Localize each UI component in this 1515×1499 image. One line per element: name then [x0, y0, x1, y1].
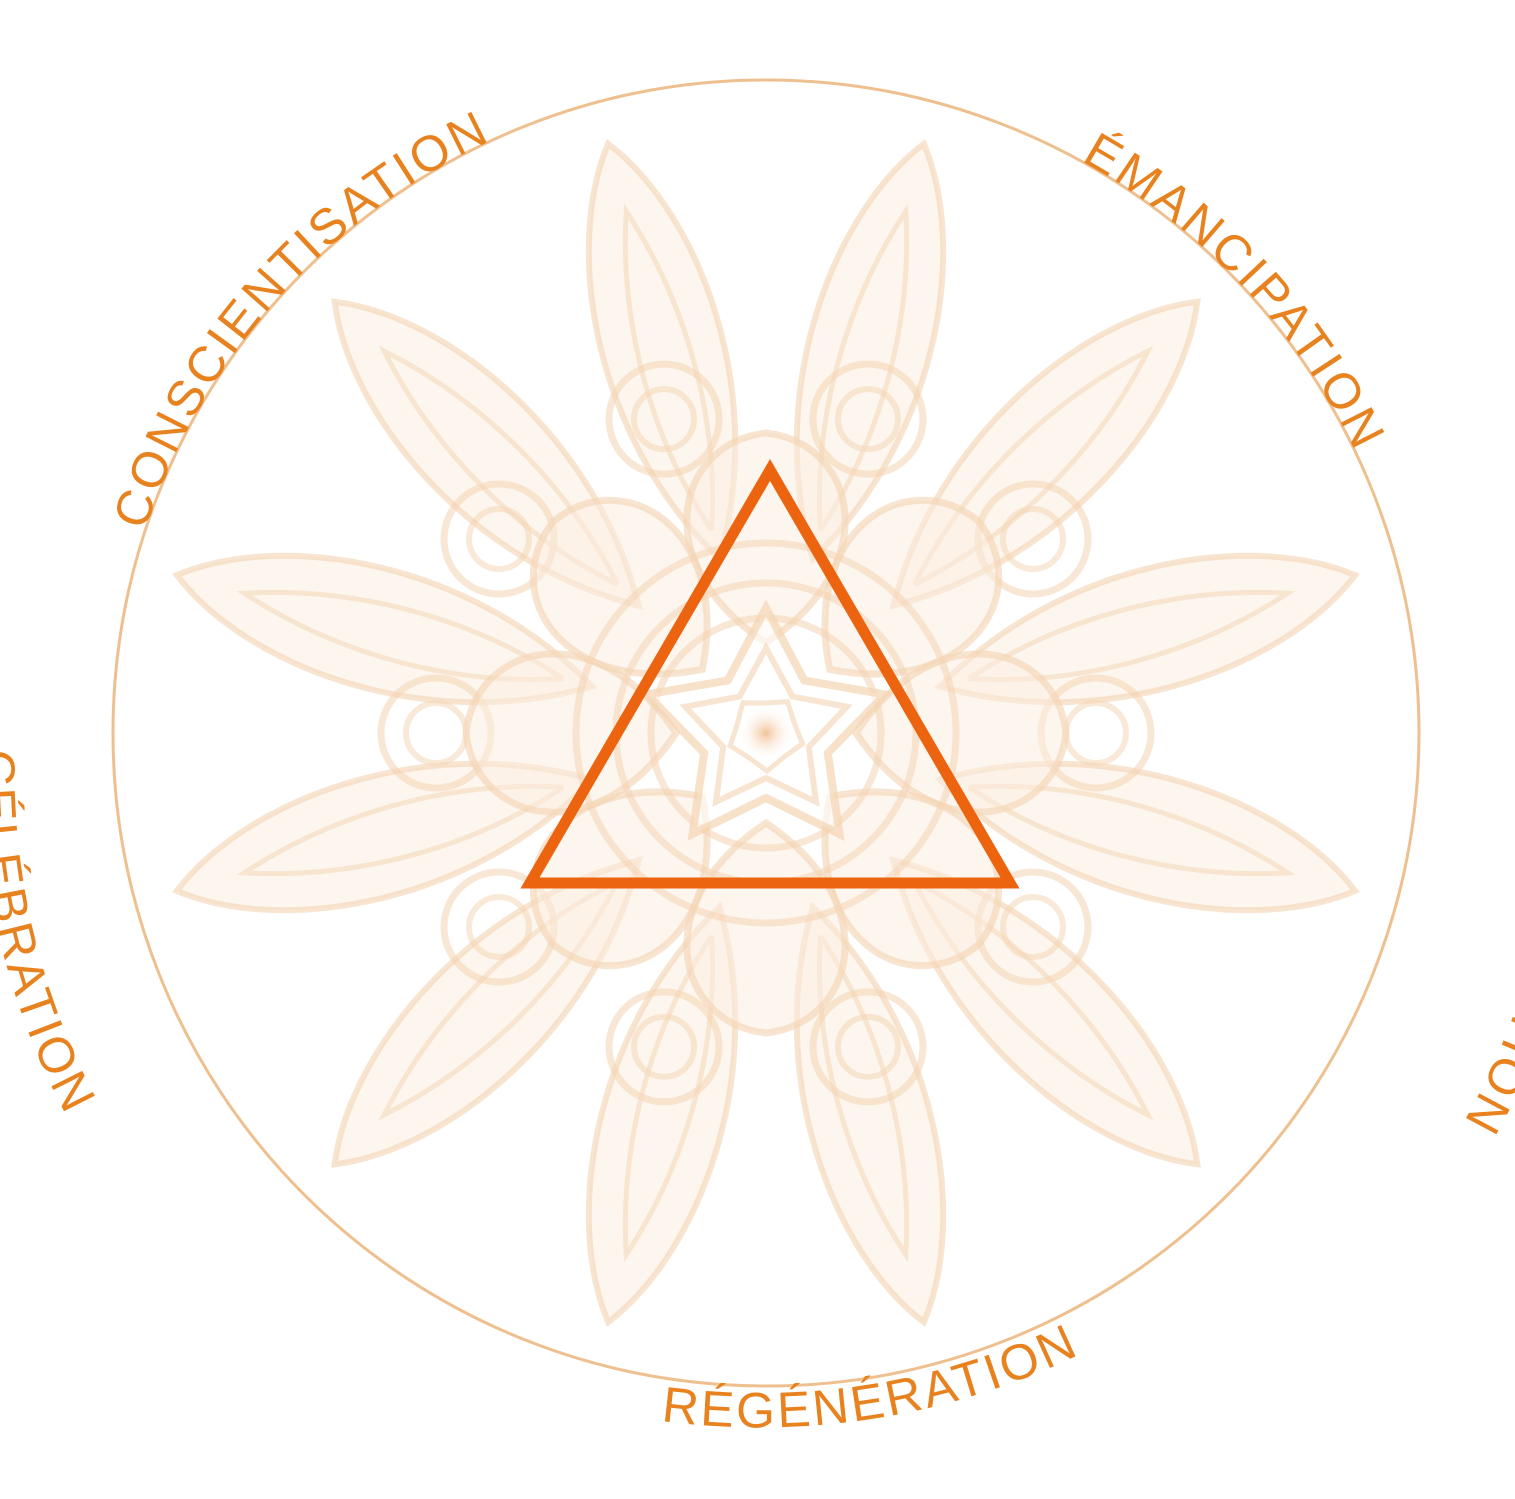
label-celebration-text: CÉLÉBRATION	[0, 750, 104, 1123]
mandala-swirl-inner	[1063, 700, 1129, 766]
mandala-petal-vein	[967, 784, 1296, 877]
label-syntonisation-text: SYNTONISATION	[1453, 695, 1515, 1145]
mandala-icon	[172, 139, 1360, 1327]
mandala-ring	[572, 539, 960, 927]
mandala-petal-vein	[622, 934, 715, 1263]
mandala-center-glow	[738, 705, 794, 761]
mandala-petal-vein	[817, 203, 910, 532]
triangle-icon	[520, 459, 1020, 889]
mandala-mid-lobe	[683, 818, 849, 1037]
mandala-swirl-inner	[631, 1013, 698, 1080]
mandala-petal-vein	[817, 934, 910, 1263]
mandala-petal-vein	[967, 589, 1296, 682]
label-celebration: CÉLÉBRATION	[0, 750, 107, 1123]
label-syntonisation: SYNTONISATION	[1453, 695, 1515, 1145]
mandala-swirl-inner	[999, 893, 1066, 960]
mandala-swirl-inner	[466, 506, 533, 573]
mandala-petal-vein	[236, 589, 565, 682]
mandala-petal-vein	[622, 203, 715, 532]
mandala-swirl-inner	[999, 506, 1066, 573]
mandala-swirl	[605, 360, 723, 478]
mandala-pentagon	[727, 698, 806, 775]
outer-ring	[111, 78, 1421, 1388]
mandala-swirl	[605, 988, 723, 1106]
mandala-swirl-inner	[631, 386, 698, 453]
mandala-swirl	[809, 988, 927, 1106]
mandala-swirl	[809, 360, 927, 478]
mandala-petal-vein	[236, 784, 565, 877]
mandala-star-inner	[679, 641, 853, 807]
mandala-swirl-inner	[834, 386, 901, 453]
mandala-swirl-inner	[403, 700, 469, 766]
label-regeneration: RÉGÉNÉRATION	[660, 1313, 1087, 1439]
mandala-swirl-inner	[834, 1013, 901, 1080]
mandala-swirl-inner	[466, 893, 533, 960]
label-regeneration-text: RÉGÉNÉRATION	[660, 1313, 1084, 1439]
